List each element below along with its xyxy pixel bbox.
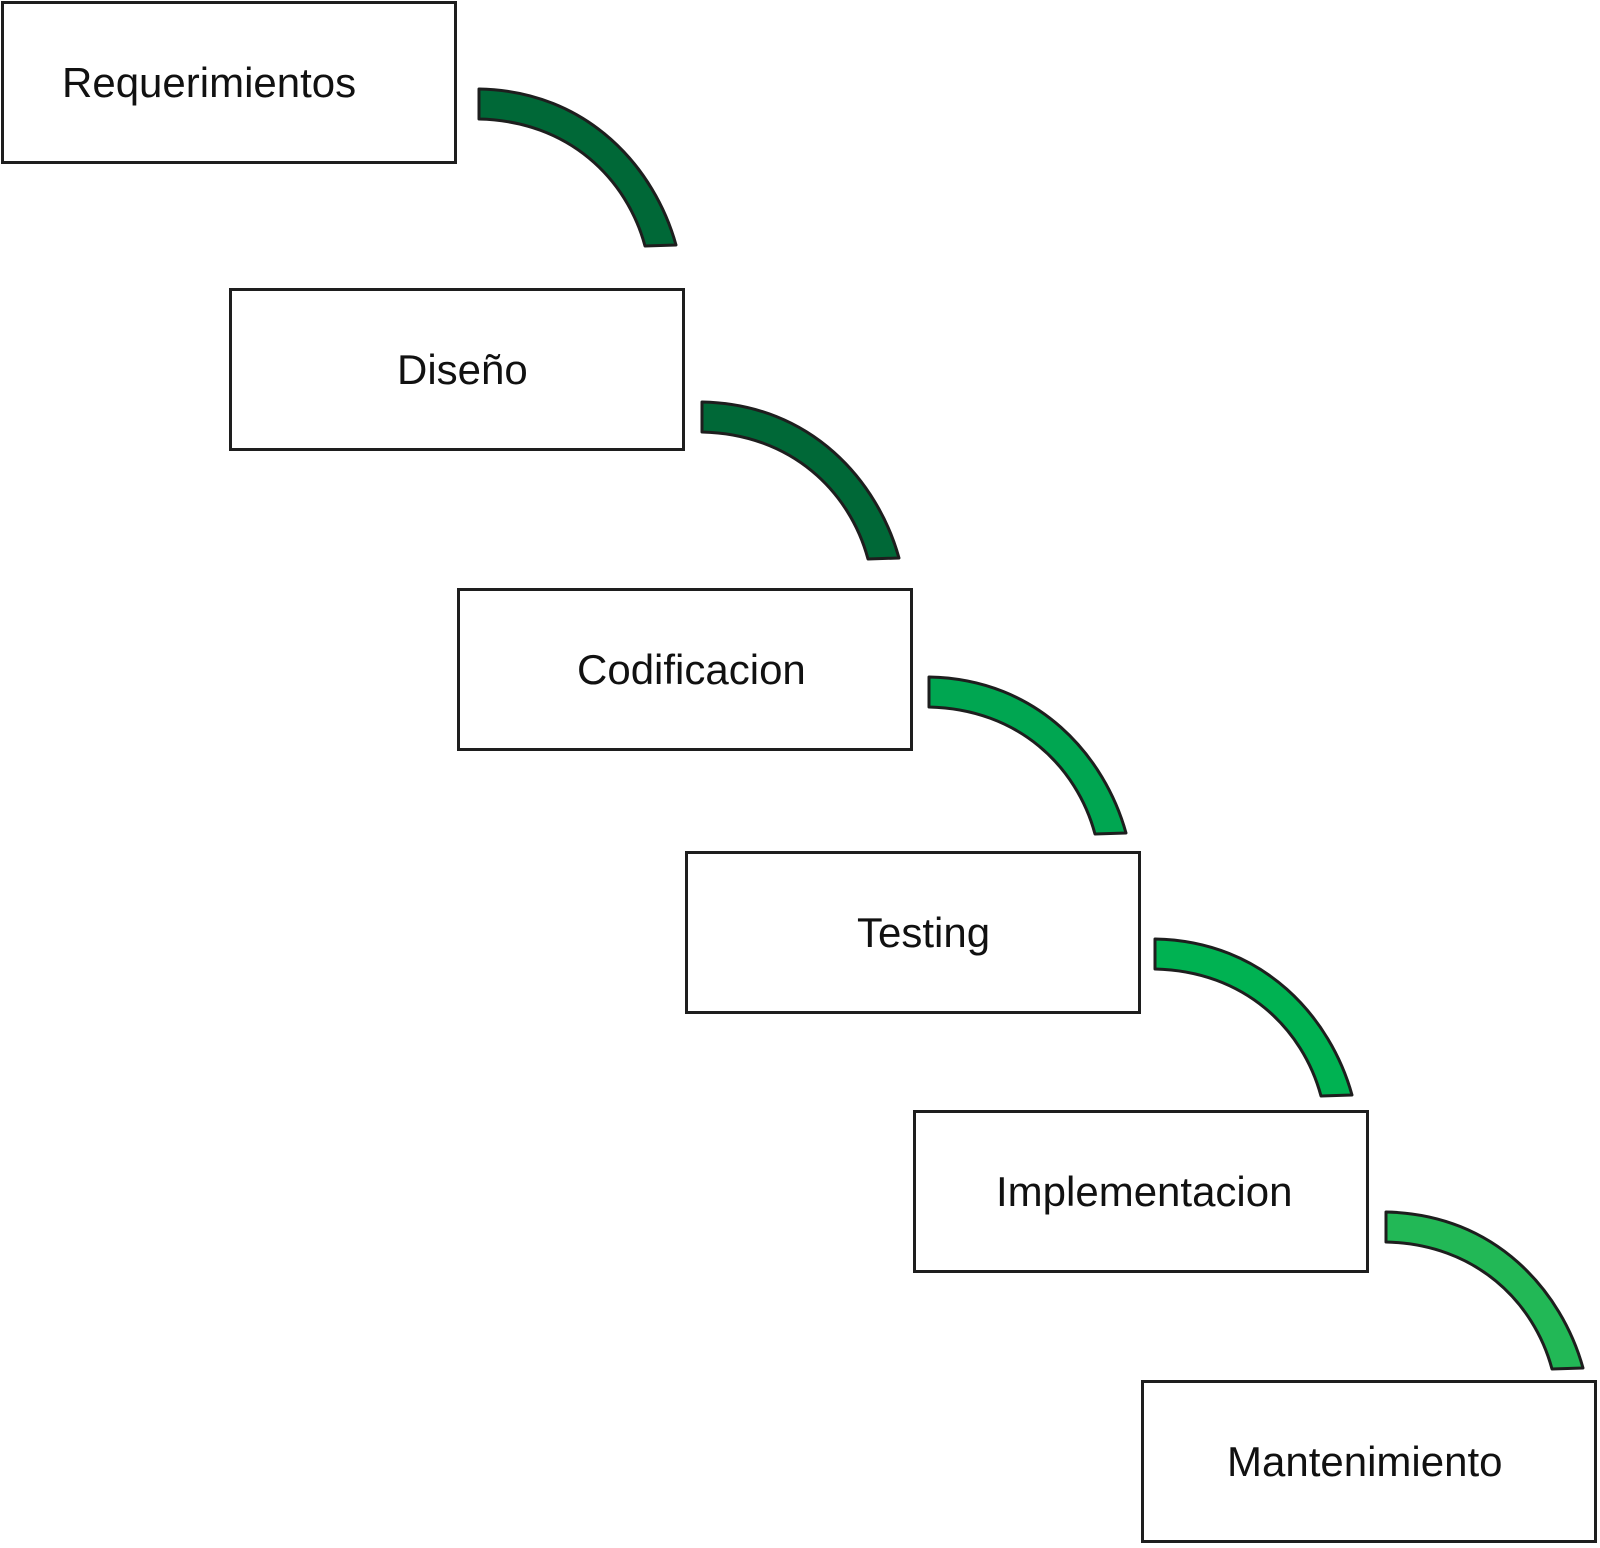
connector-arc-2 [700,400,901,561]
stage-testing: Testing [685,851,1141,1014]
connector-arc-1 [477,87,678,248]
stage-label: Testing [857,908,991,956]
connector-arc-5 [1384,1210,1585,1371]
stage-label: Requerimientos [62,58,357,106]
stage-codificacion: Codificacion [457,588,913,751]
stage-label: Mantenimiento [1227,1437,1503,1485]
stage-implementacion: Implementacion [913,1110,1369,1273]
stage-label: Codificacion [577,645,806,693]
stage-requerimientos: Requerimientos [1,1,457,164]
stage-diseno: Diseño [229,288,685,451]
stage-label: Diseño [397,345,528,393]
connector-arc-3 [927,675,1128,836]
connector-arc-4 [1153,937,1354,1098]
stage-mantenimiento: Mantenimiento [1141,1380,1597,1543]
stage-label: Implementacion [996,1167,1293,1215]
